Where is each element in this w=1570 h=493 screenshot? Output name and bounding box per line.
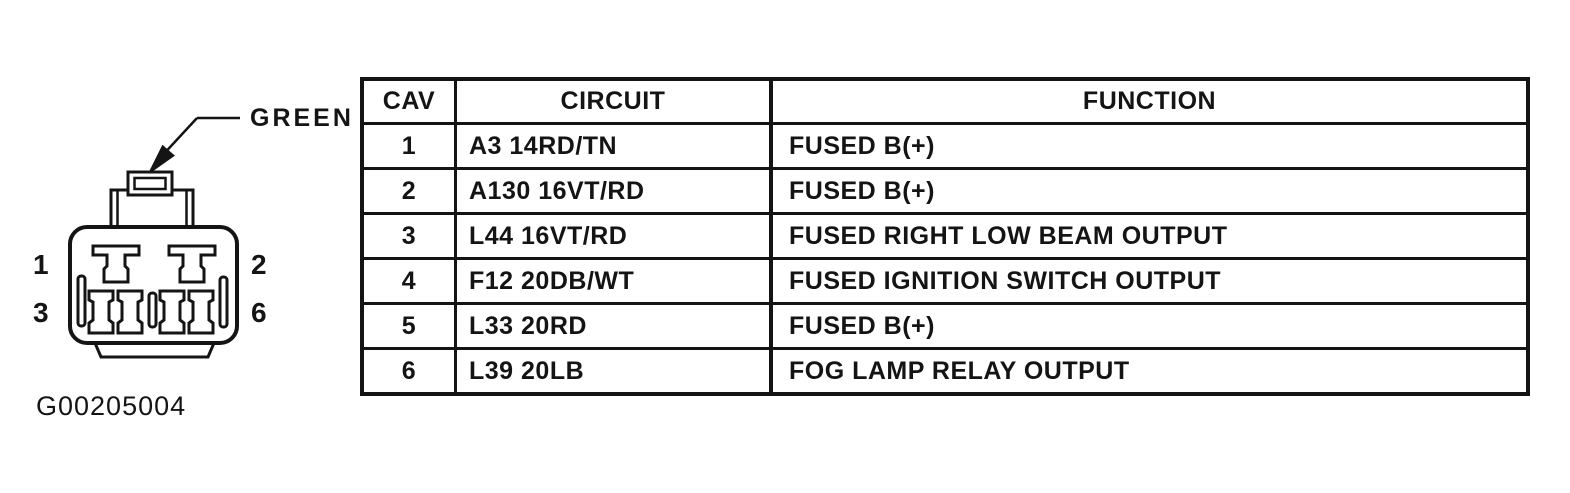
cavity-pin-6	[187, 289, 215, 335]
cavity-pin-3	[87, 289, 115, 335]
pin-number-2: 2	[251, 249, 267, 280]
cavity-pin-5	[158, 289, 186, 335]
cell-circuit: A130 16VT/RD	[454, 170, 769, 212]
table-row: 6 L39 20LB FOG LAMP RELAY OUTPUT	[364, 347, 1526, 392]
pin-number-1: 1	[33, 249, 49, 280]
cell-cav: 6	[401, 356, 417, 385]
cell-function: FUSED B(+)	[769, 170, 1526, 212]
cell-cav: 3	[401, 221, 417, 250]
cell-function: FUSED RIGHT LOW BEAM OUTPUT	[769, 215, 1526, 257]
figure-id: G00205004	[36, 391, 187, 421]
cell-circuit: L39 20LB	[454, 350, 769, 392]
cell-circuit: L33 20RD	[454, 305, 769, 347]
table-row: 5 L33 20RD FUSED B(+)	[364, 302, 1526, 347]
cavity-pin-1	[91, 244, 141, 284]
cell-function: FOG LAMP RELAY OUTPUT	[769, 350, 1526, 392]
connector-color-label: GREEN	[250, 104, 354, 132]
cell-cav: 2	[401, 176, 417, 205]
index-slots	[76, 274, 229, 329]
cell-cav: 5	[401, 311, 417, 340]
header-cav: CAV	[382, 87, 436, 115]
green-arrow-icon	[149, 116, 240, 173]
connector-bottom-tab	[92, 341, 217, 359]
header-function: FUNCTION	[769, 81, 1526, 122]
table-row: 4 F12 20DB/WT FUSED IGNITION SWITCH OUTP…	[364, 257, 1526, 302]
cell-circuit: A3 14RD/TN	[454, 125, 769, 167]
cell-circuit: F12 20DB/WT	[454, 260, 769, 302]
table-row: 2 A130 16VT/RD FUSED B(+)	[364, 167, 1526, 212]
cell-function: FUSED B(+)	[769, 125, 1526, 167]
cavity-pin-4	[116, 289, 144, 335]
cell-cav: 4	[401, 266, 417, 295]
table-header-row: CAV CIRCUIT FUNCTION	[364, 81, 1526, 122]
table-row: 3 L44 16VT/RD FUSED RIGHT LOW BEAM OUTPU…	[364, 212, 1526, 257]
pinout-table: CAV CIRCUIT FUNCTION 1 A3 14RD/TN FUSED …	[360, 77, 1530, 396]
connector-diagram	[68, 116, 240, 359]
cell-cav: 1	[401, 131, 417, 160]
pin-number-3: 3	[33, 297, 49, 328]
header-circuit: CIRCUIT	[454, 81, 769, 122]
cell-circuit: L44 16VT/RD	[454, 215, 769, 257]
cell-function: FUSED B(+)	[769, 305, 1526, 347]
connector-latch	[126, 170, 174, 197]
cavity-pin-2	[167, 244, 217, 284]
cell-function: FUSED IGNITION SWITCH OUTPUT	[769, 260, 1526, 302]
pin-number-6: 6	[251, 297, 267, 328]
table-row: 1 A3 14RD/TN FUSED B(+)	[364, 122, 1526, 167]
